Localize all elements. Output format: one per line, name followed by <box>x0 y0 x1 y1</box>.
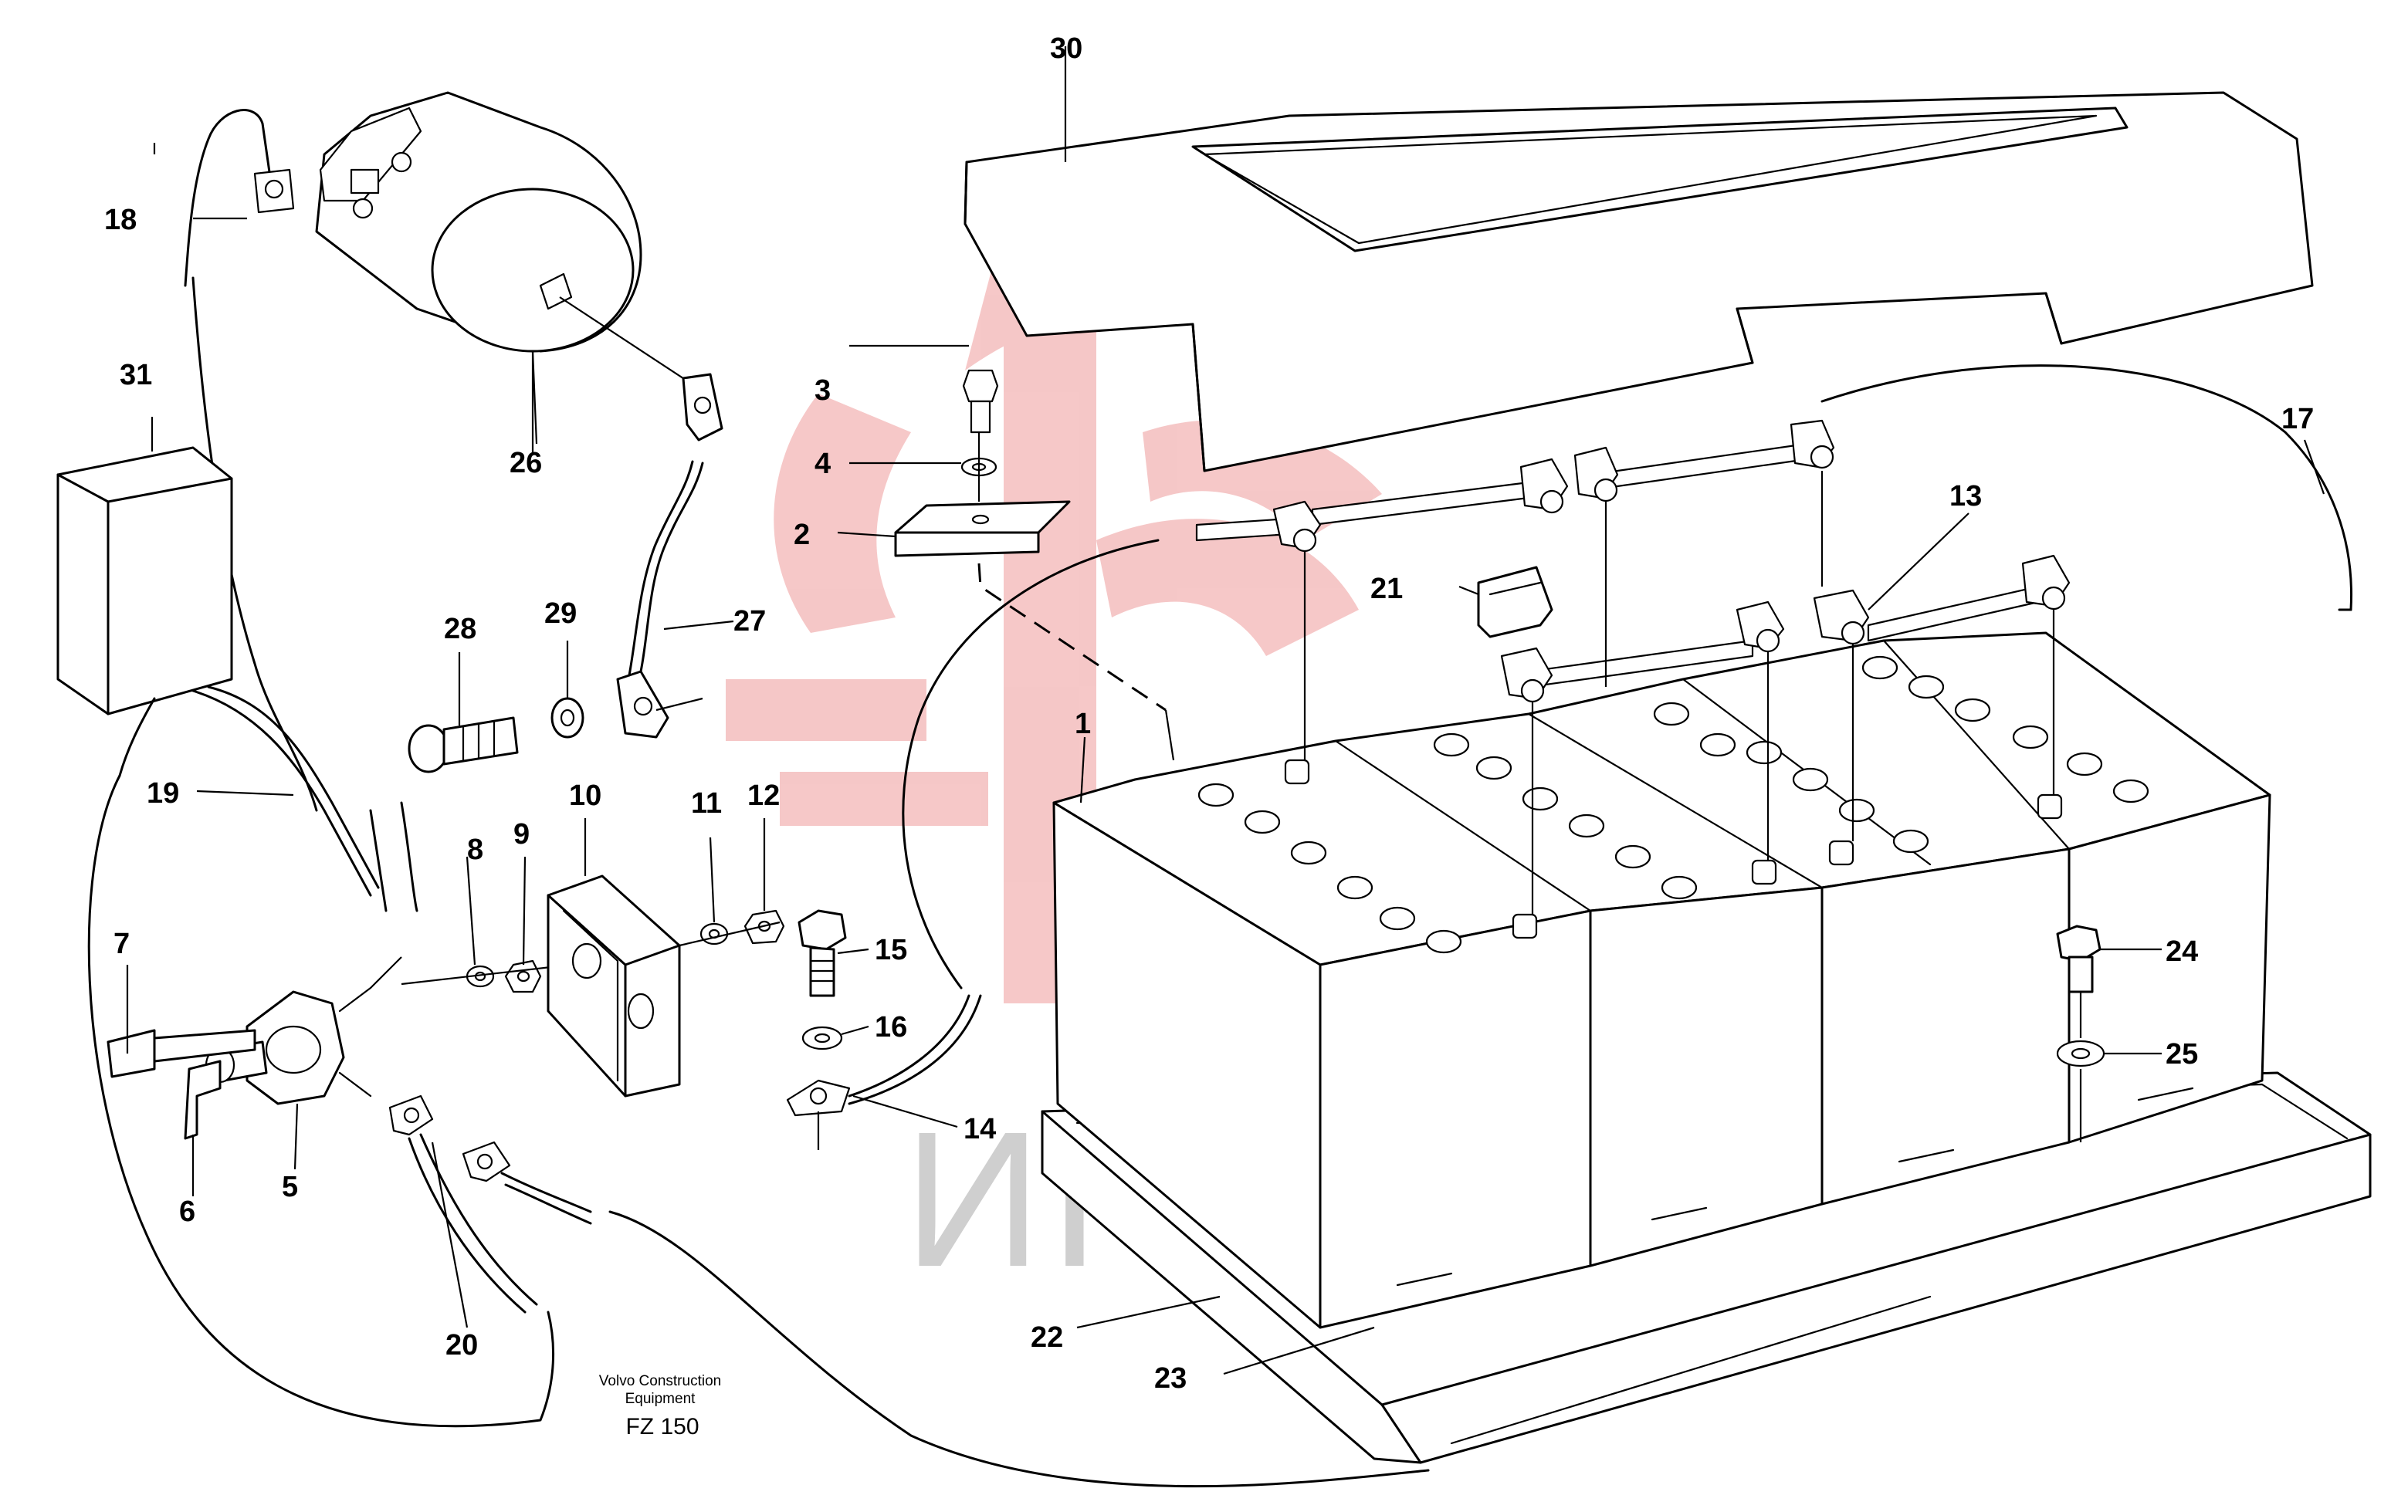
battery-cell-caps <box>1197 655 2149 954</box>
cable-18 <box>184 109 418 912</box>
callout-16: 16 <box>875 1011 907 1044</box>
callout-23: 23 <box>1154 1362 1187 1395</box>
callout-30: 30 <box>1050 32 1082 65</box>
washer-29 <box>550 697 584 739</box>
bolt-15 <box>798 909 847 997</box>
caption-line-1: Volvo Construction <box>599 1373 721 1389</box>
tray-slots <box>1396 1087 2194 1287</box>
callout-9: 9 <box>513 818 530 851</box>
callout-1: 1 <box>1075 708 1091 740</box>
caption-model: FZ 150 <box>625 1414 699 1439</box>
callout-24: 24 <box>2166 935 2198 968</box>
bolt-28 <box>408 716 519 773</box>
washer-16 <box>801 1026 843 1050</box>
caption-line-2: Equipment <box>625 1391 696 1407</box>
terminal-leaders <box>1303 471 2055 915</box>
control-box-31 <box>56 446 380 897</box>
motor-26 <box>315 91 696 455</box>
callout-5: 5 <box>282 1171 298 1203</box>
callout-27: 27 <box>733 605 766 638</box>
callout-2: 2 <box>794 519 810 551</box>
callout-10: 10 <box>569 780 601 812</box>
cable-27 <box>616 373 723 739</box>
caption: Volvo Construction Equipment FZ 150 <box>599 1373 721 1439</box>
callout-17: 17 <box>2281 403 2314 435</box>
callout-15: 15 <box>875 934 907 966</box>
terminal-box-10 <box>547 874 681 1098</box>
callout-31: 31 <box>120 359 152 391</box>
washers-11-12 <box>679 909 785 947</box>
callout-21: 21 <box>1370 573 1403 605</box>
cable-lower-loop <box>608 1210 1430 1488</box>
terminal-cover-21 <box>1477 566 1553 638</box>
cable-outer-loop <box>87 774 555 1428</box>
callout-6: 6 <box>179 1196 195 1228</box>
battery-cover <box>964 91 2314 472</box>
callout-22: 22 <box>1031 1321 1063 1354</box>
washer-25 <box>2056 992 2105 1142</box>
callout-20: 20 <box>445 1329 478 1361</box>
cable-20 <box>388 1094 592 1314</box>
bracket-assembly <box>894 369 1175 761</box>
battery-terminal-posts <box>1284 759 2063 939</box>
callout-8: 8 <box>467 834 483 866</box>
callout-13: 13 <box>1949 480 1982 512</box>
callout-7: 7 <box>113 928 130 960</box>
callout-26: 26 <box>510 447 542 479</box>
callout-12: 12 <box>747 780 780 812</box>
callout-18: 18 <box>104 204 137 236</box>
callout-leaders <box>126 46 2325 1375</box>
callout-19: 19 <box>147 777 179 810</box>
cable-14-loop <box>902 539 1160 989</box>
callout-4: 4 <box>815 448 831 480</box>
cable-17 <box>1820 364 2353 611</box>
callout-29: 29 <box>544 597 577 630</box>
cable-14 <box>786 994 982 1150</box>
battery-block <box>1052 631 2271 1329</box>
callout-labels: 30 3 4 2 1 21 13 17 22 23 24 25 15 16 14… <box>104 32 2314 1395</box>
cable-clamps <box>1272 419 2071 703</box>
callout-25: 25 <box>2166 1038 2198 1071</box>
callout-14: 14 <box>964 1113 996 1145</box>
callout-3: 3 <box>815 374 831 407</box>
callout-28: 28 <box>444 613 476 645</box>
washers-8-9 <box>401 959 572 993</box>
battery-switch-5 <box>107 956 402 1140</box>
callout-11: 11 <box>691 787 722 820</box>
